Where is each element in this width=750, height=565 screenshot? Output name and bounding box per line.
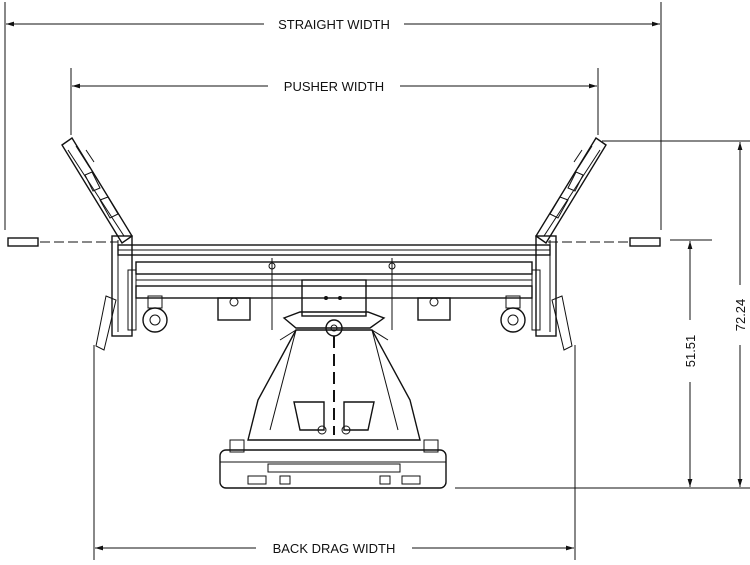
crossbar-frame bbox=[135, 258, 533, 330]
straight-blade bbox=[7, 237, 661, 256]
height-tall-dimension: 72.24 bbox=[602, 140, 750, 487]
right-end-plate bbox=[531, 235, 573, 351]
height-short-dimension: 51.51 bbox=[455, 239, 750, 489]
height-tall-label: 72.24 bbox=[733, 299, 748, 332]
back-drag-bar bbox=[219, 439, 447, 489]
back-drag-width-label: BACK DRAG WIDTH bbox=[273, 541, 396, 556]
right-wing bbox=[535, 136, 607, 245]
pusher-width-label: PUSHER WIDTH bbox=[284, 79, 384, 94]
straight-width-dimension: STRAIGHT WIDTH bbox=[4, 2, 662, 230]
back-drag-width-dimension: BACK DRAG WIDTH bbox=[93, 345, 576, 560]
left-end-plate bbox=[95, 235, 137, 351]
inner-brackets bbox=[217, 297, 451, 321]
straight-width-label: STRAIGHT WIDTH bbox=[278, 17, 390, 32]
central-hitch bbox=[282, 279, 386, 337]
caster-wheels bbox=[142, 295, 526, 333]
pusher-width-dimension: PUSHER WIDTH bbox=[70, 68, 599, 135]
a-frame bbox=[247, 329, 421, 441]
left-wing bbox=[61, 136, 133, 245]
height-short-label: 51.51 bbox=[683, 335, 698, 368]
snow-pusher-machine bbox=[7, 136, 661, 489]
